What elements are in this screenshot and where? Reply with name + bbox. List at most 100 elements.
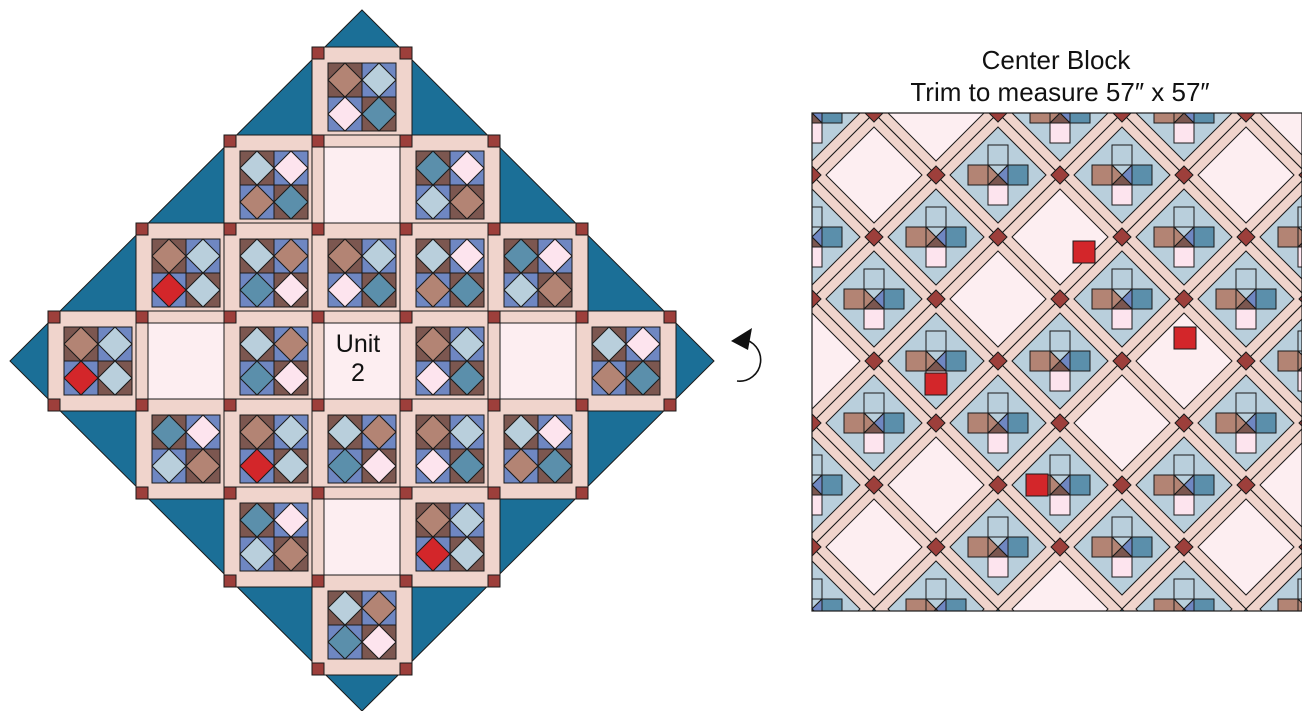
patch-square bbox=[812, 122, 823, 144]
patch-square bbox=[864, 21, 884, 41]
patch-diamond bbox=[640, 65, 736, 161]
patch-square bbox=[812, 454, 823, 476]
qst-triangle bbox=[1235, 287, 1247, 311]
cornerstone bbox=[988, 475, 1008, 495]
patch-square bbox=[1193, 474, 1215, 496]
patch-square bbox=[1153, 226, 1175, 248]
cornerstone bbox=[47, 310, 61, 324]
patch-square bbox=[863, 392, 885, 414]
cornerstone bbox=[311, 134, 325, 148]
diamond-square bbox=[185, 272, 221, 308]
patch-square bbox=[1111, 144, 1133, 166]
patch-square bbox=[1111, 308, 1133, 330]
plain-diamond bbox=[1259, 113, 1302, 156]
cornerstone bbox=[864, 227, 884, 247]
cornerstone bbox=[988, 227, 1008, 247]
cornerstone bbox=[679, 290, 697, 308]
patch-square bbox=[945, 226, 967, 248]
qst-triangle bbox=[812, 113, 813, 114]
patch-square bbox=[1193, 598, 1215, 611]
cornerstone bbox=[1050, 289, 1070, 309]
plain-diamond bbox=[825, 498, 923, 596]
patch-square bbox=[925, 246, 947, 268]
patch-square bbox=[678, 83, 698, 103]
diamond-square bbox=[449, 448, 485, 484]
plain-diamond bbox=[1197, 498, 1295, 596]
patch-square bbox=[945, 598, 967, 611]
diagonal-sashing bbox=[812, 174, 813, 176]
patch-square bbox=[1193, 226, 1215, 248]
patch-square bbox=[812, 578, 823, 600]
cornerstone bbox=[1298, 295, 1302, 303]
diamond-square bbox=[361, 272, 397, 308]
unit-2-label: Unit 2 bbox=[318, 330, 398, 388]
patch-square bbox=[812, 246, 823, 268]
cornerstone bbox=[1050, 537, 1070, 557]
diamond-square bbox=[97, 360, 133, 396]
qst-triangle bbox=[678, 475, 698, 485]
diamond-square bbox=[449, 536, 485, 572]
cornerstone bbox=[812, 289, 822, 309]
plain-diamond bbox=[1259, 442, 1302, 528]
patch-square bbox=[1111, 184, 1133, 206]
red-accent-square bbox=[1072, 240, 1096, 264]
patch-square bbox=[1007, 164, 1029, 186]
qst-triangle bbox=[987, 535, 999, 559]
patch-square bbox=[1007, 536, 1029, 558]
diagonal-sashing bbox=[626, 547, 750, 671]
qst-triangle bbox=[1111, 535, 1123, 559]
cornerstone bbox=[1174, 537, 1194, 557]
patch-square bbox=[740, 145, 760, 165]
patch-square bbox=[1007, 412, 1029, 434]
patch-square bbox=[1091, 164, 1113, 186]
qst-triangle bbox=[1049, 473, 1061, 497]
patch-square bbox=[740, 21, 760, 41]
qst-triangle bbox=[863, 287, 875, 311]
patch-square bbox=[1131, 164, 1153, 186]
diamond-square bbox=[415, 360, 451, 396]
diamond-square bbox=[327, 272, 363, 308]
diamond-square bbox=[63, 360, 99, 396]
patch-square bbox=[1049, 330, 1071, 352]
cornerstone bbox=[575, 486, 589, 500]
diagonal-sashing bbox=[688, 0, 812, 113]
diamond-square bbox=[239, 272, 275, 308]
diamond-square bbox=[151, 448, 187, 484]
patch-square bbox=[678, 495, 698, 515]
qst-triangle bbox=[812, 608, 813, 610]
patch-square bbox=[1131, 288, 1153, 310]
plain-diamond bbox=[887, 113, 985, 162]
qst-triangle bbox=[1246, 41, 1256, 61]
qst-triangle bbox=[864, 41, 874, 61]
cornerstone bbox=[864, 351, 884, 371]
patch-square bbox=[698, 103, 718, 123]
qst-triangle bbox=[874, 41, 884, 61]
cornerstone bbox=[1112, 475, 1132, 495]
patch-square bbox=[782, 475, 802, 495]
patch-square bbox=[1153, 598, 1175, 611]
qst-triangle bbox=[678, 475, 688, 495]
patch-square bbox=[1215, 288, 1237, 310]
plain-diamond bbox=[1073, 374, 1171, 472]
patch-square bbox=[1235, 432, 1257, 454]
diamond-square bbox=[537, 272, 573, 308]
patch-square bbox=[740, 517, 760, 537]
patch-diamond bbox=[702, 127, 798, 223]
patch-square bbox=[863, 432, 885, 454]
cornerstone bbox=[399, 222, 413, 236]
cornerstone bbox=[741, 352, 759, 370]
cornerstone bbox=[399, 486, 413, 500]
qst-triangle bbox=[678, 103, 698, 113]
qst-triangle bbox=[678, 103, 688, 123]
patch-square bbox=[1069, 113, 1091, 124]
patch-square bbox=[1029, 113, 1051, 124]
patch-square bbox=[1091, 536, 1113, 558]
plain-diamond bbox=[949, 250, 1047, 348]
patch-square bbox=[760, 289, 780, 309]
qst-triangle bbox=[1236, 41, 1256, 51]
patch-square bbox=[720, 41, 740, 61]
plain-diamond bbox=[825, 126, 923, 224]
patch-square bbox=[658, 103, 678, 123]
qst-triangle bbox=[812, 484, 824, 496]
cornerstone bbox=[487, 134, 501, 148]
